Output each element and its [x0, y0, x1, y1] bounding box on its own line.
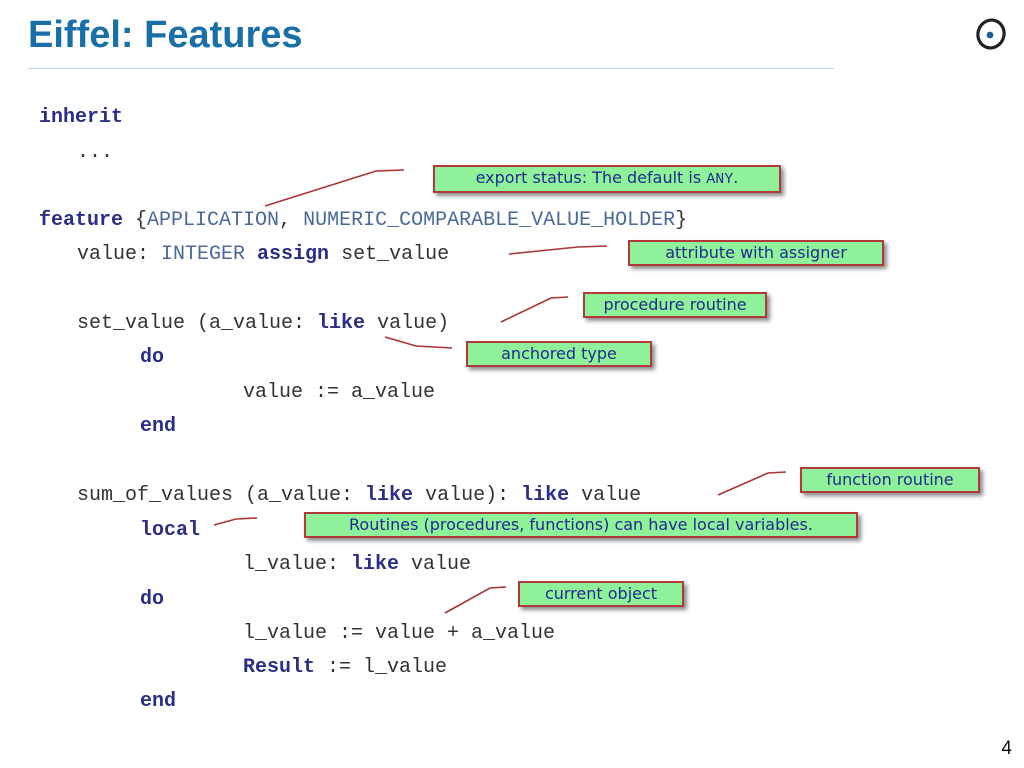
code-line-do-1: do: [140, 346, 164, 370]
code-line-sum-of-values-signature: sum_of_values (a_value: like value): lik…: [77, 484, 642, 507]
inherit-ellipsis: ...: [77, 141, 114, 164]
code-line-assignment: value := a_value: [243, 381, 436, 404]
keyword-assign: assign: [257, 243, 330, 266]
callout-local-variables: Routines (procedures, functions) can hav…: [304, 512, 858, 538]
code-line-local: local: [140, 519, 200, 543]
code-line-value-attribute: value: INTEGER assign set_value: [77, 243, 450, 266]
callout-function-routine: function routine: [800, 467, 980, 493]
code-line-feature-clause: feature {APPLICATION, NUMERIC_COMPARABLE…: [39, 209, 688, 232]
callout-anchored-type: anchored type: [466, 341, 652, 367]
leader-function-routine: [717, 471, 787, 496]
keyword-end: end: [140, 690, 177, 713]
code-line-end-2: end: [140, 690, 176, 714]
keyword-do: do: [140, 588, 165, 611]
title-divider: [28, 68, 834, 69]
code-line-result-statement: Result := l_value: [243, 656, 448, 679]
keyword-inherit: inherit: [39, 106, 124, 129]
keyword-like: like: [521, 484, 570, 507]
type-integer: INTEGER: [161, 243, 246, 266]
callout-current-object: current object: [518, 581, 684, 607]
slide-title: Eiffel: Features: [28, 14, 303, 56]
keyword-feature: feature: [39, 209, 124, 232]
client-numeric-comparable-value-holder: NUMERIC_COMPARABLE_VALUE_HOLDER: [303, 209, 676, 232]
page-number: 4: [1001, 738, 1012, 759]
leader-current-object: [444, 586, 507, 614]
leader-procedure-routine: [500, 296, 569, 323]
code-line-set-value-signature: set_value (a_value: like value): [77, 312, 450, 335]
code-line-end-1: end: [140, 415, 176, 439]
keyword-local: local: [140, 519, 201, 542]
keyword-result: Result: [243, 656, 316, 679]
code-line-inherit: inherit: [39, 106, 123, 130]
callout-attribute-with-assigner: attribute with assigner: [628, 240, 884, 266]
code-line-do-2: do: [140, 588, 164, 612]
keyword-do: do: [140, 346, 165, 369]
keyword-like: like: [351, 553, 400, 576]
code-line-sum-statement: l_value := value + a_value: [243, 622, 556, 645]
code-line-local-declaration: l_value: like value: [243, 553, 472, 576]
leader-anchored-type: [384, 336, 453, 349]
code-line-ellipsis: ...: [77, 141, 113, 165]
keyword-like: like: [317, 312, 366, 335]
eiffel-logo-icon: [976, 18, 1006, 50]
keyword-like: like: [365, 484, 414, 507]
callout-procedure-routine: procedure routine: [583, 292, 767, 318]
client-application: APPLICATION: [147, 209, 280, 232]
leader-local-variables: [213, 517, 258, 526]
leader-attribute-assigner: [508, 245, 608, 255]
leader-export-status: [264, 169, 405, 207]
callout-export-status: export status: The default is ANY.: [433, 165, 781, 193]
export-status-any: ANY: [706, 171, 734, 188]
keyword-end: end: [140, 415, 177, 438]
